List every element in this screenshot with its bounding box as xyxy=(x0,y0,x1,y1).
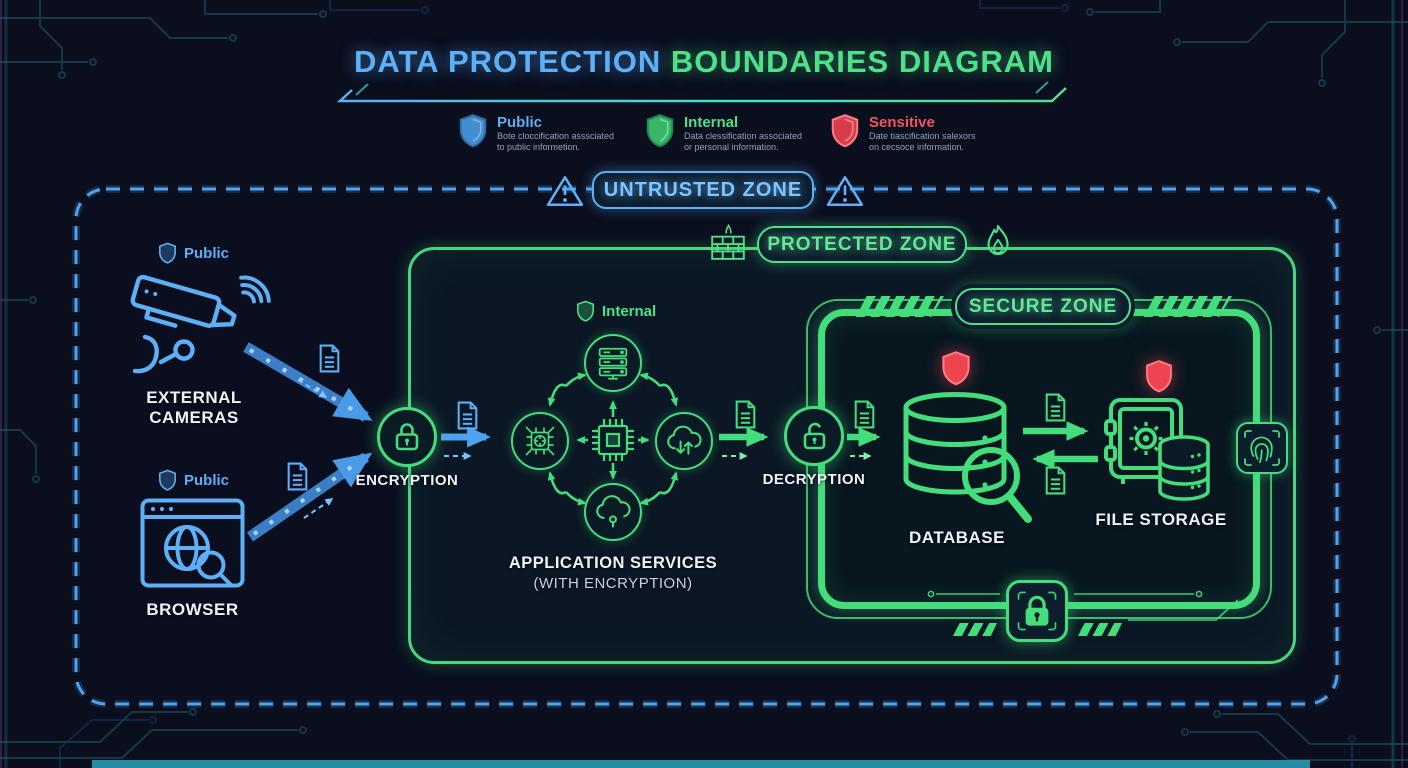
browser-label: BROWSER xyxy=(146,600,239,619)
browser-classification-text: Public xyxy=(184,471,230,489)
legend-public-desc1: Bote cloccification asssciated xyxy=(497,131,615,141)
services-classification: Internal xyxy=(576,300,656,322)
services-label: APPLICATION SERVICES xyxy=(508,554,718,572)
document-icon xyxy=(287,462,308,491)
fingerprint-badge xyxy=(1236,422,1288,474)
title-part-green: BOUNDARIES DIAGRAM xyxy=(670,44,1054,79)
server-icon xyxy=(598,347,628,380)
mini-shield-icon xyxy=(159,242,176,264)
legend-item-public: Public Bote cloccification asssciated to… xyxy=(458,113,614,153)
legend-internal-desc2: or personal information. xyxy=(684,142,779,152)
flame-icon xyxy=(987,225,1009,256)
encryption-label: ENCRYPTION xyxy=(355,472,459,489)
browser-classification: Public xyxy=(158,469,229,491)
document-icon xyxy=(319,344,340,373)
untrusted-zone-text: UNTRUSTED ZONE xyxy=(603,178,803,201)
document-icon xyxy=(457,401,478,430)
hazard-stripes-bottom-left xyxy=(953,623,997,636)
cloud-lock-node xyxy=(584,483,642,541)
services-cluster-arrows xyxy=(547,372,679,506)
cloud-lock-icon xyxy=(596,495,631,528)
secure-lock-badge xyxy=(1006,580,1068,642)
browser-icon xyxy=(140,498,245,588)
protected-zone-label: PROTECTED ZONE xyxy=(757,226,967,263)
cloud-sync-icon xyxy=(667,425,702,455)
legend-item-internal: Internal Data clessification associated … xyxy=(645,113,802,153)
firewall-icon xyxy=(711,224,745,260)
internal-shield-icon xyxy=(646,114,674,148)
cloud-sync-node xyxy=(655,412,713,470)
secure-zone-label: SECURE ZONE xyxy=(955,288,1131,325)
fingerprint-icon xyxy=(1244,430,1280,466)
encryption-node xyxy=(377,407,437,467)
server-node xyxy=(584,334,642,392)
legend-internal-label: Internal xyxy=(684,114,739,131)
closed-padlock-icon xyxy=(395,423,419,451)
camera-data-beam xyxy=(243,342,373,422)
database-icon xyxy=(903,392,1007,495)
cameras-classification: Public xyxy=(158,242,229,264)
decryption-node xyxy=(784,406,844,466)
legend-sensitive-desc2: on cecsoce information. xyxy=(869,142,965,152)
hazard-stripes-left xyxy=(852,296,944,317)
warning-triangle-icon-left xyxy=(546,176,584,206)
mini-shield-icon xyxy=(577,300,594,322)
hazard-stripes-bottom-right xyxy=(1078,623,1122,636)
warning-triangle-icon-right xyxy=(826,176,864,206)
cctv-camera-icon xyxy=(130,274,271,374)
database-label: DATABASE xyxy=(909,528,1005,547)
services-classification-text: Internal xyxy=(602,302,657,320)
cameras-classification-text: Public xyxy=(184,244,230,262)
circuit-chip-icon xyxy=(525,426,555,456)
public-shield-icon xyxy=(459,114,487,148)
browser-data-beam xyxy=(246,452,373,542)
sensitive-shield-icon-database xyxy=(942,351,970,386)
sensitive-shield-icon-storage xyxy=(1146,360,1172,393)
mini-shield-icon xyxy=(159,469,176,491)
legend-sensitive-label: Sensitive xyxy=(869,114,935,131)
open-padlock-icon xyxy=(803,422,826,450)
cpu-chip-icon xyxy=(592,419,634,461)
legend-public-label: Public xyxy=(497,114,543,131)
legend-item-sensitive: Sensitive Date tiascification salexors o… xyxy=(830,113,976,153)
untrusted-zone-label: UNTRUSTED ZONE xyxy=(592,171,814,209)
legend-public-desc2: to public informetion. xyxy=(497,142,581,152)
hazard-stripes-right xyxy=(1140,296,1232,317)
document-icon xyxy=(854,400,875,429)
services-sublabel: (WITH ENCRYPTION) xyxy=(533,575,693,592)
secure-zone-circuit-decoration xyxy=(927,590,1239,621)
secure-zone-text: SECURE ZONE xyxy=(968,295,1118,317)
legend-internal-desc1: Data clessification associated xyxy=(684,131,803,141)
page-title: DATA PROTECTION BOUNDARIES DIAGRAM xyxy=(0,44,1408,80)
document-icon xyxy=(1045,466,1066,495)
chip-node xyxy=(511,412,569,470)
filled-padlock-icon xyxy=(1017,591,1057,631)
legend-sensitive-desc1: Date tiascification salexors xyxy=(869,131,976,141)
decryption-label: DECRYPTION xyxy=(762,471,866,488)
storage-label: FILE STORAGE xyxy=(1095,510,1227,529)
storage-database-icon xyxy=(1158,435,1210,501)
protected-zone-text: PROTECTED ZONE xyxy=(767,233,957,255)
sensitive-shield-icon xyxy=(831,114,859,148)
magnifier-icon xyxy=(962,447,1032,523)
document-icon xyxy=(1045,393,1066,422)
document-icon xyxy=(735,400,756,429)
title-part-blue: DATA PROTECTION xyxy=(354,44,671,79)
cameras-label: EXTERNAL CAMERAS xyxy=(146,388,242,427)
